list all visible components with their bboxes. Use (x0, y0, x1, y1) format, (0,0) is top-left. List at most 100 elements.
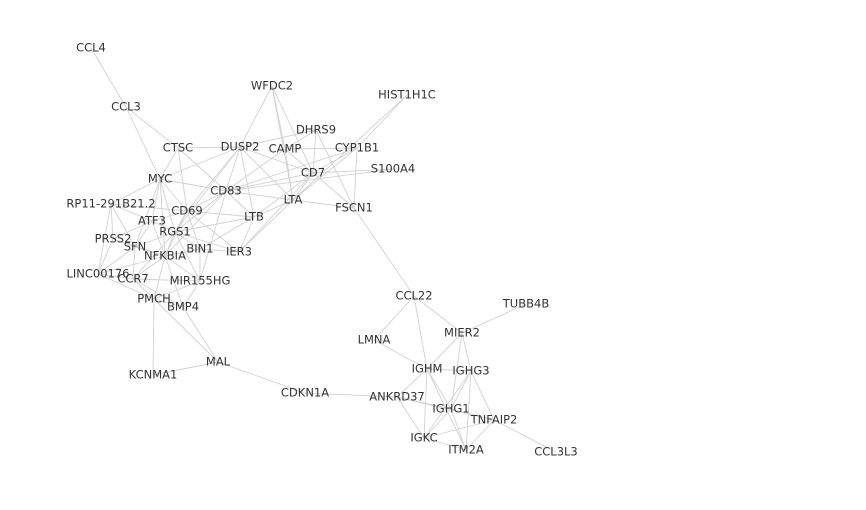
edge-cd69-bin1 (186, 210, 201, 250)
edge-ighm-itm2a (426, 368, 467, 451)
node-rgs1: RGS1 (159, 225, 191, 239)
node-prss2: PRSS2 (95, 232, 132, 246)
edge-pmch-kcnma1 (152, 298, 155, 376)
node-lta: LTA (284, 193, 303, 207)
edge-rp11-291b21-2-sfn (110, 203, 136, 248)
edge-ccl22-lmna (373, 295, 415, 341)
edge-sfn-nfkbia (134, 246, 166, 257)
node-bmp4: BMP4 (167, 300, 199, 314)
edge-cd69-ltb (186, 210, 255, 218)
edge-wfdc2-camp (271, 85, 286, 150)
edge-bin1-nfkbia (164, 248, 201, 257)
edge-cd83-rgs1 (174, 190, 227, 233)
edge-nfkbia-linc00176 (97, 255, 166, 275)
edge-ighg3-ighg1 (450, 370, 472, 410)
edge-cyp1b1-cd7 (312, 147, 358, 174)
edge-ccl3-ctsc (125, 106, 179, 149)
edge-linc00176-ccr7 (97, 273, 134, 280)
node-fscn1: FSCN1 (335, 201, 373, 215)
node-dusp2: DUSP2 (221, 140, 260, 154)
edge-camp-lta (284, 148, 294, 201)
edge-rgs1-ier3 (174, 231, 240, 253)
edge-mal-cdkn1a (217, 361, 306, 394)
edge-camp-cd83 (225, 148, 286, 192)
node-ighg3: IGHG3 (452, 364, 489, 378)
node-mal: MAL (206, 355, 231, 369)
edge-sfn-ccr7 (132, 246, 136, 280)
edge-dusp2-rgs1 (174, 146, 241, 233)
node-mier2: MIER2 (444, 326, 480, 340)
edge-dusp2-cd83 (225, 146, 241, 192)
edge-camp-cyp1b1 (284, 147, 358, 150)
edge-rgs1-bin1 (174, 231, 201, 250)
edge-rgs1-ccr7 (132, 231, 176, 280)
edge-prss2-linc00176 (97, 238, 114, 275)
node-ankrd37: ANKRD37 (369, 390, 425, 404)
edge-rp11-291b21-2-prss2 (110, 203, 114, 240)
node-myc: MYC (148, 172, 172, 186)
node-s100a4: S100A4 (371, 162, 415, 176)
edge-hist1h1c-lta (292, 94, 408, 201)
edge-nfkbia-ccr7 (132, 255, 166, 280)
edge-s100a4-cd83 (225, 168, 394, 192)
edge-camp-cd7 (284, 148, 314, 174)
node-ccl4: CCL4 (76, 41, 106, 55)
node-wfdc2: WFDC2 (251, 79, 293, 93)
edge-tubb4b-mier2 (461, 303, 527, 334)
edge-lta-ier3 (238, 199, 294, 253)
edge-ccr7-mir155hg (132, 278, 201, 282)
edge-mier2-ighg3 (461, 332, 472, 372)
edge-nfkbia-mir155hg (164, 255, 201, 282)
edge-dhrs9-cd7 (312, 129, 317, 174)
edge-tnfaip2-ccl3l3 (493, 419, 557, 453)
edge-cd7-ier3 (238, 172, 314, 253)
edge-cd7-ltb (253, 172, 314, 218)
node-ltb: LTB (244, 210, 264, 224)
node-lmna: LMNA (358, 333, 391, 347)
edge-ltb-bin1 (199, 216, 255, 250)
edge-ankrd37-igkc (396, 396, 425, 439)
edge-nfkbia-bmp4 (164, 255, 184, 308)
node-cd69: CD69 (171, 204, 203, 218)
edge-cd83-myc (159, 178, 227, 192)
edge-cd69-ier3 (186, 210, 240, 253)
node-rp11-291b21-2: RP11-291B21.2 (66, 197, 155, 211)
node-kcnma1: KCNMA1 (129, 368, 178, 382)
node-bin1: BIN1 (186, 242, 213, 256)
edge-igkc-itm2a (423, 437, 467, 451)
edge-s100a4-cd7 (312, 168, 394, 174)
node-pmch: PMCH (137, 292, 171, 306)
node-cd83: CD83 (210, 184, 242, 198)
edge-hist1h1c-cyp1b1 (356, 94, 408, 149)
edge-ccl22-ighm (413, 295, 428, 370)
edge-myc-atf3 (151, 178, 161, 222)
edge-cyp1b1-lta (292, 147, 358, 201)
edge-ighg3-itm2a (465, 370, 472, 451)
edge-mir155hg-pmch (153, 280, 201, 300)
edge-wfdc2-cd7 (271, 85, 314, 174)
edge-dusp2-cd7 (239, 146, 314, 174)
node-camp: CAMP (269, 142, 302, 156)
node-ccl3l3: CCL3L3 (534, 445, 578, 459)
edge-myc-rp11-291b21-2 (110, 178, 161, 205)
edge-ltb-ier3 (238, 216, 255, 253)
edge-cd7-cd83 (225, 172, 314, 192)
edge-dhrs9-fscn1 (315, 129, 355, 209)
edge-cyp1b1-fscn1 (353, 147, 358, 209)
node-ier3: IER3 (226, 245, 252, 259)
edge-cd83-lta (225, 190, 294, 201)
edge-mier2-ighm (426, 332, 463, 370)
edge-ccl3-myc (125, 106, 161, 180)
edge-lta-fscn1 (292, 199, 355, 209)
node-sfn: SFN (124, 240, 147, 254)
edge-cd83-cd69 (186, 190, 227, 212)
edge-ctsc-cd69 (177, 147, 188, 212)
edge-pmch-bmp4 (153, 298, 184, 308)
edge-ighm-ighg1 (426, 368, 452, 410)
edge-cdkn1a-ankrd37 (304, 392, 398, 398)
edge-ccl22-mier2 (413, 295, 463, 334)
edge-myc-rgs1 (159, 178, 176, 233)
edge-atf3-sfn (134, 220, 153, 248)
